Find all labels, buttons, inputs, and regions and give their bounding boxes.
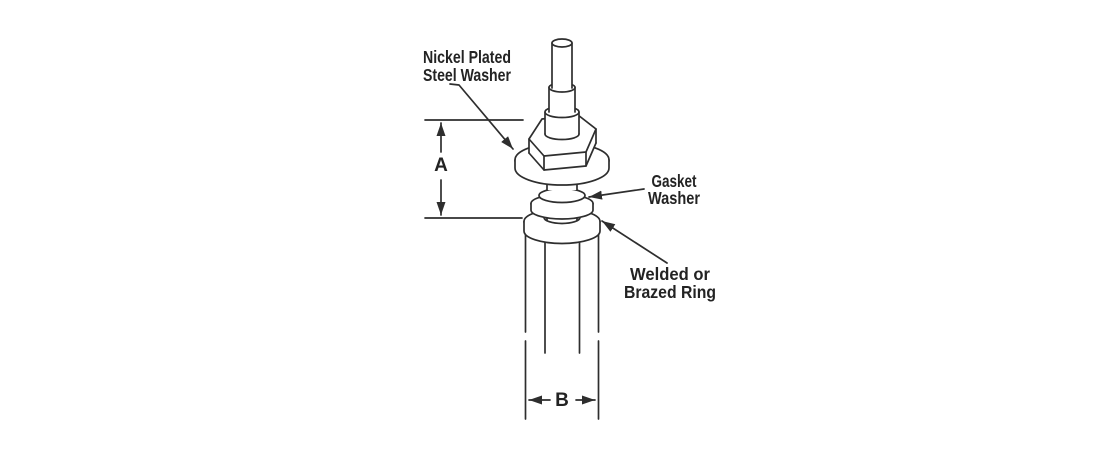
- stud-pin-top-face: [551, 38, 573, 48]
- steel-washer-label-line2: Steel Washer: [423, 65, 511, 85]
- middle-cylinder: [548, 82, 576, 113]
- boss-base-arc: [544, 133, 580, 141]
- stud-pin-body: [552, 43, 572, 88]
- dimension-b: B: [524, 340, 600, 420]
- dimension-a: A: [424, 119, 524, 219]
- tube: [524, 233, 600, 354]
- boss-body: [545, 112, 579, 140]
- steel-washer-leader-arrow: [449, 83, 514, 150]
- ring-hole-arc: [543, 216, 581, 225]
- hex-nut-vertical-edges: [528, 128, 597, 171]
- dim-b-label: B: [555, 390, 569, 411]
- gasket-washer-label-line2: Washer: [648, 188, 700, 208]
- ring-side-wall: [523, 220, 601, 245]
- brazed-ring-label-line1: Welded or: [630, 264, 710, 284]
- gasket-upper-ring: [538, 187, 586, 204]
- gasket-washer-leader-arrow: [588, 188, 645, 200]
- brazed-ring-leader-arrow: [601, 220, 668, 264]
- gasket-washer-label-line1: Gasket: [652, 171, 697, 191]
- gasket-washer: [530, 187, 594, 220]
- gasket-lower-ring-wall: [530, 202, 594, 220]
- steel-washer-label-line1: Nickel Plated: [423, 47, 511, 67]
- hex-nut-bottom-edges: [528, 142, 597, 171]
- brazed-ring-label-line2: Brazed Ring: [624, 282, 716, 302]
- dim-a-label: A: [434, 155, 448, 176]
- labels: Nickel Plated Steel Washer Gasket Washer…: [423, 47, 716, 302]
- leader-lines: [449, 83, 668, 264]
- stud-pin: [551, 38, 573, 89]
